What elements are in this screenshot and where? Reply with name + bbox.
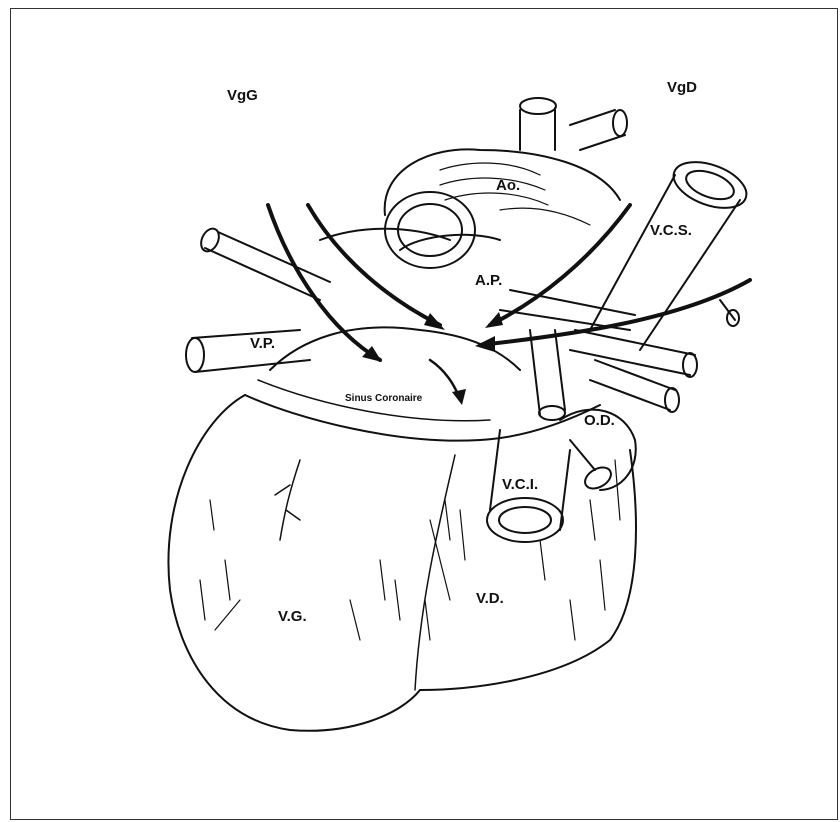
left-ventricle-outline (168, 395, 420, 731)
label-right-atrium: O.D. (584, 412, 615, 429)
label-left-ventricle: V.G. (278, 608, 307, 625)
interventricular-groove (415, 455, 455, 690)
arrowheads (362, 312, 503, 405)
label-superior-vena-cava: V.C.S. (650, 222, 692, 239)
label-vgd: VgD (667, 79, 697, 96)
label-vgg: VgG (227, 87, 258, 104)
label-aorta: Ao. (496, 177, 520, 194)
label-inferior-vena-cava: V.C.I. (502, 476, 538, 493)
ventricle-shading (200, 460, 620, 640)
label-right-ventricle: V.D. (476, 590, 504, 607)
left-atrium (270, 327, 520, 370)
pulmonary-artery-branches (500, 290, 739, 420)
pulmonary-vein-lower (186, 330, 310, 372)
coronary-branch (275, 460, 300, 540)
coronary-sinus-band (245, 395, 600, 441)
label-pulmonary-veins: V.P. (250, 335, 275, 352)
label-pulmonary-artery: A.P. (475, 272, 502, 289)
label-coronary-sinus: Sinus Coronaire (345, 393, 422, 404)
